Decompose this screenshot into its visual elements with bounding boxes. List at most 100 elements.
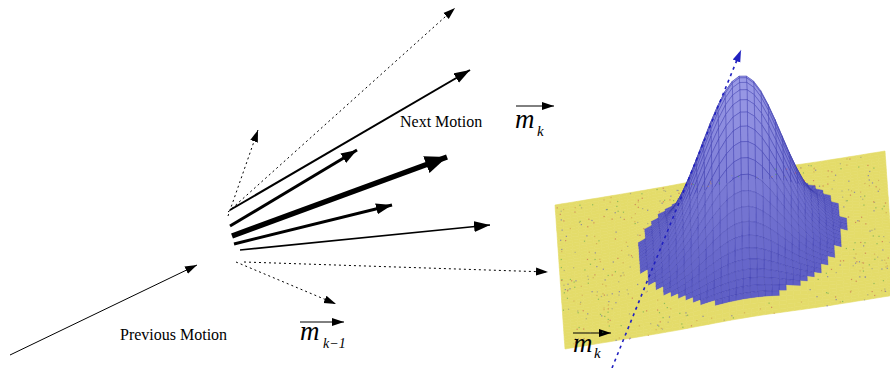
surface-patch <box>829 274 836 278</box>
surface-patch <box>756 208 763 225</box>
surface-patch <box>857 268 864 272</box>
surface-patch <box>800 276 807 282</box>
surface-patch <box>740 100 747 113</box>
surface-patch <box>742 235 749 249</box>
surface-patch <box>828 265 835 270</box>
surface-patch <box>855 238 862 241</box>
surface-patch <box>734 207 741 225</box>
surface-patch <box>764 277 771 284</box>
surface-patch <box>786 273 793 280</box>
surface-patch <box>880 293 887 297</box>
surface-patch <box>764 260 771 270</box>
surface-patch <box>741 158 748 175</box>
surface-patch <box>734 191 741 210</box>
surface-patch <box>849 255 856 259</box>
surface-patch <box>786 279 793 285</box>
surface-patch <box>741 191 748 208</box>
surface-patch <box>741 142 748 159</box>
surface-patch <box>814 277 821 281</box>
surface-patch <box>740 112 747 126</box>
surface-patch <box>748 158 755 177</box>
surface-patch <box>848 245 855 249</box>
surface-patch <box>842 263 849 267</box>
surface-patch <box>830 301 837 305</box>
surface-patch <box>794 306 801 310</box>
surface-patch <box>786 291 793 296</box>
surface-patch <box>739 76 746 78</box>
surface-patch <box>787 307 794 312</box>
surface-patch <box>766 310 773 315</box>
surface-patch <box>772 285 779 291</box>
surface-patch <box>748 174 755 192</box>
surface-patch <box>809 304 816 308</box>
surface-patch <box>750 259 757 269</box>
surface-patch <box>854 219 861 222</box>
surface-patch <box>866 295 873 299</box>
surface-patch <box>758 291 765 297</box>
surface-patch <box>750 269 757 278</box>
surface-patch <box>742 206 749 222</box>
surface-patch <box>807 277 814 282</box>
surface-patch <box>765 291 772 297</box>
surface-patch <box>735 249 742 262</box>
surface-patch <box>779 271 786 279</box>
surface-patch <box>807 179 814 181</box>
surface-patch <box>757 269 764 278</box>
surface-patch <box>854 216 861 219</box>
surface-patch <box>744 313 751 318</box>
surface-patch <box>748 142 755 161</box>
surface-patch <box>845 199 852 202</box>
surface-patch <box>739 78 746 83</box>
surface-patch <box>837 300 844 304</box>
surface-patch <box>735 260 742 272</box>
surface-patch <box>751 312 758 317</box>
surface-patch <box>771 261 778 271</box>
surface-patch <box>793 286 800 291</box>
surface-patch <box>816 303 823 307</box>
surface-patch <box>842 259 849 263</box>
surface-patch <box>842 255 849 259</box>
surface-patch <box>756 222 763 237</box>
surface-patch <box>855 235 862 238</box>
gaussian-surface <box>555 76 890 349</box>
surface-patch <box>759 311 766 316</box>
surface-patch <box>852 298 859 302</box>
surface-patch <box>749 191 756 208</box>
surface-patch <box>837 194 844 197</box>
surface-patch <box>793 274 800 281</box>
surface-patch <box>822 184 829 187</box>
surface-patch <box>814 273 821 278</box>
surface-patch <box>771 270 778 279</box>
surface-patch <box>743 286 750 294</box>
surface-patch <box>749 221 756 235</box>
surface-patch <box>855 242 862 245</box>
surface-patch <box>793 280 800 286</box>
surface-patch <box>794 291 801 296</box>
surface-patch <box>807 282 814 287</box>
surface-patch <box>765 285 772 291</box>
surface-patch <box>749 235 756 248</box>
surface-patch <box>740 90 747 100</box>
surface-patch <box>742 248 749 260</box>
surface-patch <box>749 206 756 222</box>
surface-patch <box>821 269 828 274</box>
surface-patch <box>772 291 779 297</box>
surface-patch <box>855 232 862 235</box>
surface-patch <box>779 285 786 291</box>
surface-patch <box>780 308 787 313</box>
surface-patch <box>859 297 866 301</box>
surface-patch <box>822 278 829 282</box>
surface-patch <box>779 291 786 296</box>
surface-patch <box>802 305 809 309</box>
surface-patch <box>835 266 842 270</box>
surface-patch <box>735 236 742 251</box>
surface-patch <box>764 249 771 261</box>
surface-patch <box>828 270 835 274</box>
surface-patch <box>742 259 749 270</box>
surface-patch <box>853 207 860 210</box>
surface-patch <box>853 210 860 213</box>
surface-patch <box>854 229 861 232</box>
surface-patch <box>815 282 822 286</box>
surface-patch <box>757 248 764 260</box>
